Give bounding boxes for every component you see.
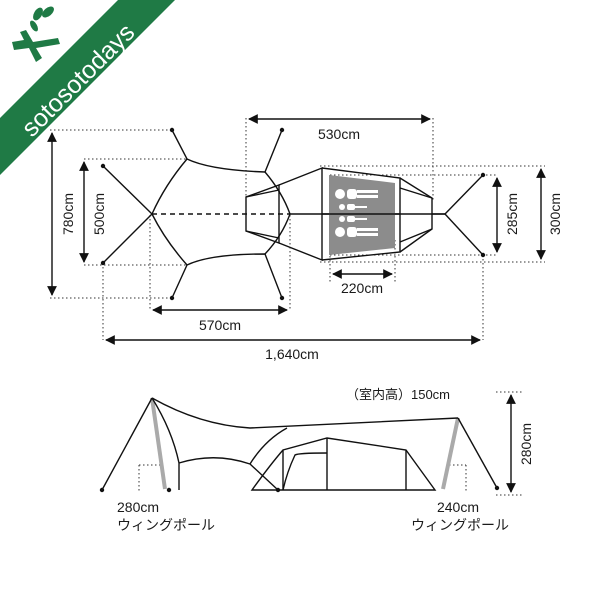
- dim-tarp-width: 570cm: [199, 317, 241, 333]
- extension-lines: [50, 118, 545, 340]
- tent-body: [245, 166, 484, 262]
- dimension-arrows: [47, 114, 546, 345]
- dim-tent-depth-outer: 300cm: [547, 193, 563, 235]
- brand-banner: sotosotodays: [0, 0, 175, 175]
- right-pole-name: ウィングポール: [411, 517, 509, 533]
- dim-tarp-depth-inner: 500cm: [91, 193, 107, 235]
- four-person-sleeping-icon: [335, 189, 378, 237]
- right-pole-length: 240cm: [437, 499, 479, 515]
- right-wing-pole: [441, 417, 460, 490]
- brand-name: sotosotodays: [16, 18, 140, 142]
- side-view: [99, 391, 524, 496]
- dim-total-length: 1,640cm: [265, 346, 319, 362]
- left-pole-length: 280cm: [117, 499, 159, 515]
- inner-height-label: （室内高）150cm: [346, 387, 450, 402]
- left-wing-pole: [150, 397, 167, 490]
- top-view: [47, 114, 546, 345]
- inner-tent: [329, 175, 395, 255]
- left-pole-name: ウィングポール: [117, 517, 215, 533]
- tent-sprout-logo-icon: [12, 6, 60, 62]
- total-height-label: 280cm: [518, 423, 534, 465]
- dim-tarp-depth-outer: 780cm: [60, 193, 76, 235]
- dim-tent-depth-inner: 285cm: [504, 193, 520, 235]
- dim-inner-width: 220cm: [341, 280, 383, 296]
- dim-tent-length: 530cm: [318, 126, 360, 142]
- tarp-outline: [102, 129, 291, 299]
